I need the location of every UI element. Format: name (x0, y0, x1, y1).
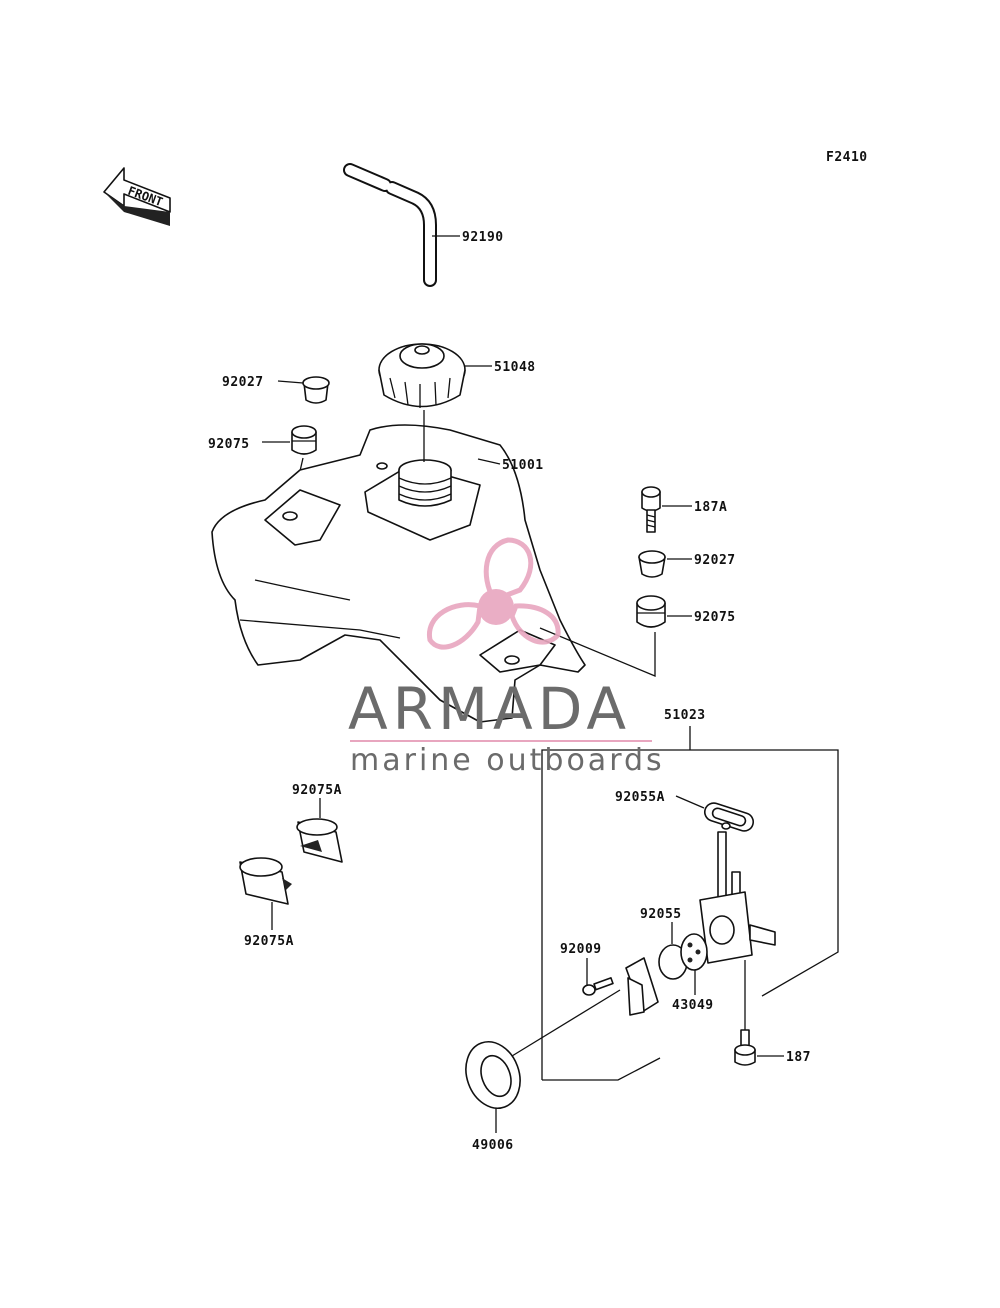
label-92190: 92190 (462, 230, 504, 245)
lever-cover (625, 957, 659, 1016)
sleeve-92075A-bottom (239, 857, 292, 905)
label-187A: 187A (694, 500, 727, 515)
fuel-cock-body (699, 822, 776, 964)
screw-92009 (582, 977, 614, 996)
assembly-frame (541, 749, 839, 1080)
label-92075-right: 92075 (694, 610, 736, 625)
damper-92075-left (291, 425, 317, 455)
bolt-187A (641, 486, 661, 533)
watermark-brand: ARMADA (348, 675, 631, 743)
fuel-cap (378, 343, 466, 408)
gasket-ring-49006 (465, 1041, 521, 1109)
propeller-logo-icon (427, 537, 561, 650)
bolt-187 (734, 960, 756, 1066)
label-92075A-bottom: 92075A (244, 934, 294, 949)
front-arrow-icon: FRONT (103, 167, 171, 226)
label-51048: 51048 (494, 360, 536, 375)
label-92075-left: 92075 (208, 437, 250, 452)
label-92009: 92009 (560, 942, 602, 957)
figure-code: F2410 (826, 150, 868, 165)
sleeve-92075A-top (296, 818, 343, 863)
label-43049: 43049 (672, 998, 714, 1013)
label-92027-right: 92027 (694, 553, 736, 568)
label-49006: 49006 (472, 1138, 514, 1153)
grommet-92027-left (302, 376, 330, 404)
grommet-92027-right (638, 550, 666, 578)
label-92027-left: 92027 (222, 375, 264, 390)
breather-hose (343, 163, 437, 287)
filter-43049 (680, 933, 708, 971)
fuel-tank (211, 424, 586, 723)
front-arrow-label: FRONT (126, 184, 165, 210)
label-51023: 51023 (664, 708, 706, 723)
label-51001: 51001 (502, 458, 544, 473)
label-92075A-top: 92075A (292, 783, 342, 798)
label-92055A: 92055A (615, 790, 665, 805)
label-187: 187 (786, 1050, 811, 1065)
watermark: ARMADA marine outboards (348, 537, 665, 778)
label-92055: 92055 (640, 907, 682, 922)
damper-92075-right (636, 595, 666, 628)
watermark-tagline: marine outboards (350, 743, 665, 778)
